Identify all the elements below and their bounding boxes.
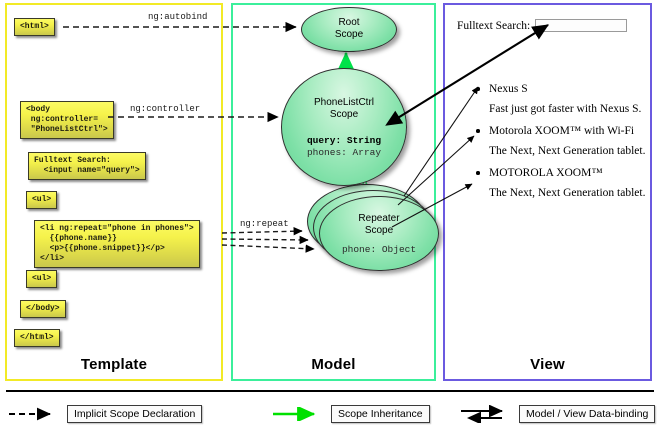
- list-item-name: Motorola XOOM™ with Wi-Fi: [489, 125, 635, 137]
- scope-phonelistctrl-prop-phones: phones: Array: [306, 147, 382, 158]
- view-content: Fulltext Search: Nexus S Fast just got f…: [445, 5, 650, 379]
- scope-repeater-prop-phone: phone: Object: [341, 244, 417, 255]
- scope-phonelistctrl[interactable]: PhoneListCtrl Scope query: String phones…: [281, 68, 407, 186]
- scope-phonelistctrl-title-line1: PhoneListCtrl: [313, 97, 375, 108]
- legend-item-scope-inheritance: Scope Inheritance: [272, 403, 430, 425]
- bullet-icon: [476, 87, 480, 91]
- edge-label-autobind: ng:autobind: [148, 12, 208, 22]
- legend: Implicit Scope Declaration Scope Inherit…: [0, 400, 660, 430]
- double-arrow-icon: [461, 405, 503, 423]
- code-box-html-open-tag[interactable]: <html>: [14, 18, 55, 36]
- bullet-icon: [476, 129, 480, 133]
- view-search-row: Fulltext Search:: [457, 19, 628, 32]
- list-item-snippet: Fast just got faster with Nexus S.: [489, 103, 642, 115]
- list-item-name-wrapper: Motorola XOOM™ with Wi-Fi: [473, 121, 653, 141]
- code-box-html-close-tag[interactable]: </html>: [14, 329, 60, 347]
- code-box-ul-close-tag[interactable]: <ul>: [26, 270, 58, 288]
- view-phone-list: Nexus S Fast just got faster with Nexus …: [473, 79, 653, 205]
- list-item-name: MOTOROLA XOOM™: [489, 167, 603, 179]
- dashed-arrow-icon: [9, 407, 51, 421]
- scope-repeater[interactable]: Repeater Scope phone: Object: [319, 196, 439, 271]
- legend-label-model-view-data-binding: Model / View Data-binding: [519, 405, 656, 423]
- bullet-icon: [476, 171, 480, 175]
- edge-label-controller: ng:controller: [130, 104, 201, 114]
- list-item-name-wrapper: MOTOROLA XOOM™: [473, 163, 653, 183]
- code-box-body-close-tag[interactable]: </body>: [20, 300, 66, 318]
- list-item-name-wrapper: Nexus S: [473, 79, 653, 99]
- code-box-ul-open-tag[interactable]: <ul>: [26, 191, 58, 209]
- panel-model-title: Model: [311, 356, 356, 373]
- view-search-label: Fulltext Search:: [457, 19, 531, 32]
- list-item-name: Nexus S: [489, 83, 528, 95]
- code-box-fulltext-search[interactable]: Fulltext Search: <input name="query">: [28, 152, 146, 180]
- legend-item-model-view-data-binding: Model / View Data-binding: [460, 403, 656, 425]
- list-item-snippet: The Next, Next Generation tablet.: [489, 187, 646, 199]
- list-item[interactable]: Motorola XOOM™ with Wi-Fi The Next, Next…: [473, 121, 653, 161]
- scope-phonelistctrl-title-line2: Scope: [329, 109, 359, 120]
- scope-root[interactable]: Root Scope: [301, 7, 397, 52]
- legend-item-implicit-scope-declaration: Implicit Scope Declaration: [8, 403, 203, 425]
- edge-label-repeat: ng:repeat: [240, 219, 289, 229]
- code-box-body-controller[interactable]: <body ng:controller= "PhoneListCtrl">: [20, 101, 114, 139]
- scope-phonelistctrl-prop-query: query: String: [306, 135, 382, 146]
- legend-label-implicit-scope-declaration: Implicit Scope Declaration: [67, 405, 203, 423]
- scope-repeater-title-line2: Scope: [364, 225, 394, 236]
- legend-divider: [6, 390, 654, 392]
- panel-view-title: View: [530, 356, 565, 373]
- scope-root-title-line1: Root: [338, 17, 360, 28]
- scope-repeater-title-line1: Repeater: [358, 213, 400, 224]
- list-item[interactable]: Nexus S Fast just got faster with Nexus …: [473, 79, 653, 119]
- panel-view: Fulltext Search: Nexus S Fast just got f…: [443, 3, 652, 381]
- code-box-li-ng-repeat[interactable]: <li ng:repeat="phone in phones"> {{phone…: [34, 220, 200, 268]
- list-item[interactable]: MOTOROLA XOOM™ The Next, Next Generation…: [473, 163, 653, 203]
- scope-root-title-line2: Scope: [334, 29, 364, 40]
- legend-label-scope-inheritance: Scope Inheritance: [331, 405, 430, 423]
- view-search-input[interactable]: [535, 19, 628, 32]
- panel-template-title: Template: [80, 356, 148, 373]
- list-item-snippet: The Next, Next Generation tablet.: [489, 145, 646, 157]
- green-arrow-icon: [273, 407, 316, 421]
